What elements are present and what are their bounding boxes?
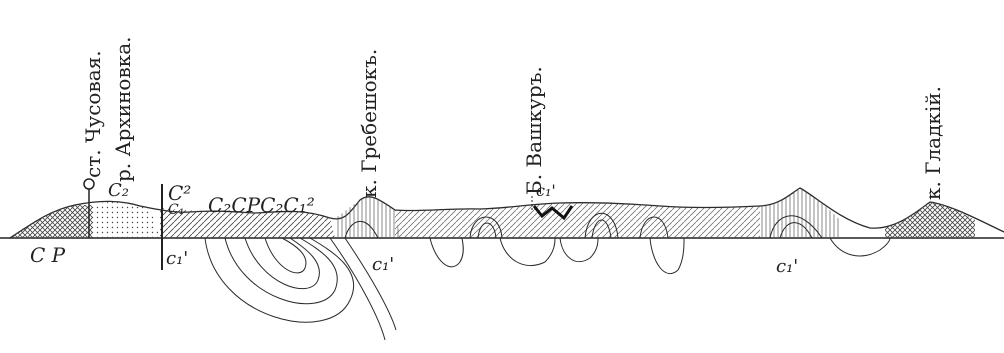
label-c1-right: c₁': [776, 256, 798, 277]
label-c1-vashkur: c₁': [536, 181, 556, 200]
svg-text:ст. Чусовая.: ст. Чусовая.: [81, 50, 105, 178]
place-label-river: р. Архиновка.: [111, 37, 135, 183]
label-c1-below-grebeshok: c₁': [372, 254, 394, 275]
label-c2-station: C₂: [108, 180, 129, 201]
strata-left-crosshatch: [10, 205, 92, 238]
place-label-grebeshok: к. Гребешокъ.: [357, 49, 381, 198]
svg-text:к. Гладкiй.: к. Гладкiй.: [921, 86, 945, 200]
subsurface-loops: [205, 238, 890, 340]
label-cp-left: C P: [30, 243, 66, 267]
strata-gladkiy-crosshatch: [885, 202, 975, 238]
strata-grebeshok-fold: [335, 197, 400, 238]
strata-central-folded-band: [395, 203, 760, 238]
label-c1-below-river: c₁': [166, 248, 188, 269]
label-c1-sub-top: C₁: [168, 202, 184, 218]
svg-text:к. Гребешокъ.: к. Гребешокъ.: [357, 49, 381, 198]
place-label-station: ст. Чусовая.: [81, 50, 105, 178]
label-c2-group: C₂CPC₂C₁²: [208, 193, 315, 217]
place-label-gladkiy: к. Гладкiй.: [921, 86, 945, 200]
svg-text:р. Архиновка.: р. Архиновка.: [111, 37, 135, 183]
svg-text:Б. Вашкуръ.: Б. Вашкуръ.: [522, 66, 546, 195]
place-label-vashkur: Б. Вашкуръ.: [522, 66, 546, 195]
